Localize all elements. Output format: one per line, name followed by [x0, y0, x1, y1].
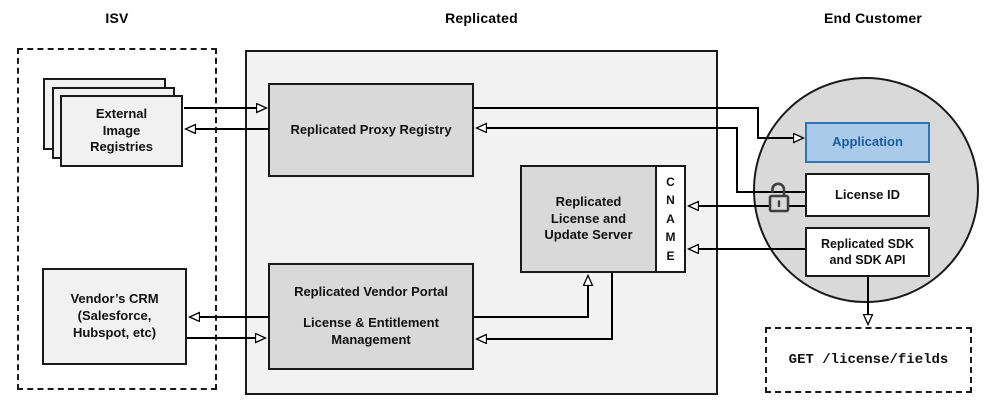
isv-dashed-container [17, 48, 217, 390]
license-server-label-line2: License and [550, 210, 627, 226]
application-box: Application [805, 122, 930, 163]
connector-portal-to-license-server [474, 276, 588, 318]
crm-label-line1: Vendor’s CRM [70, 291, 159, 307]
license-server-label-line3: Update Server [544, 227, 633, 243]
unlock-icon [768, 182, 790, 213]
column-header-end-customer: End Customer [823, 10, 923, 26]
crm-label-line3: Hubspot, etc) [72, 324, 157, 340]
license-id-label: License ID [834, 186, 901, 202]
vendor-portal-subtitle-line1: License & Entitlement [303, 315, 439, 331]
proxy-registry-box: Replicated Proxy Registry [268, 83, 474, 177]
connector-proxy-to-application [474, 107, 803, 138]
license-server-label-line1: Replicated [555, 193, 622, 209]
external-image-registries-box: External Image Registries [60, 95, 183, 167]
application-label: Application [832, 134, 903, 150]
cname-strip: CNAME [655, 165, 686, 273]
api-call-label: GET /license/fields [788, 352, 949, 368]
license-id-box: License ID [805, 173, 930, 217]
api-call-box: GET /license/fields [765, 327, 972, 393]
replicated-sdk-box: Replicated SDK and SDK API [805, 227, 930, 277]
connector-license-server-to-portal [477, 273, 613, 339]
column-header-replicated: Replicated [445, 10, 518, 26]
sdk-label-line2: and SDK API [829, 253, 906, 267]
proxy-registry-label: Replicated Proxy Registry [290, 121, 452, 137]
license-update-server-box: Replicated License and Update Server [520, 165, 657, 273]
registries-label-line3: Registries [90, 139, 153, 155]
vendor-crm-box: Vendor’s CRM (Salesforce, Hubspot, etc) [42, 268, 187, 365]
connector-license-id-to-proxy [477, 128, 805, 193]
vendor-portal-title: Replicated Vendor Portal [294, 284, 448, 300]
registries-label-line2: Image [102, 122, 141, 138]
cname-label: CNAME [665, 174, 676, 263]
sdk-label-line1: Replicated SDK [820, 236, 915, 251]
crm-label-line2: (Salesforce, [77, 308, 152, 324]
vendor-portal-subtitle-line2: Management [331, 331, 411, 347]
column-header-isv: ISV [105, 10, 129, 26]
registries-label-line1: External [95, 105, 148, 121]
vendor-portal-box: Replicated Vendor Portal License & Entit… [268, 263, 474, 370]
